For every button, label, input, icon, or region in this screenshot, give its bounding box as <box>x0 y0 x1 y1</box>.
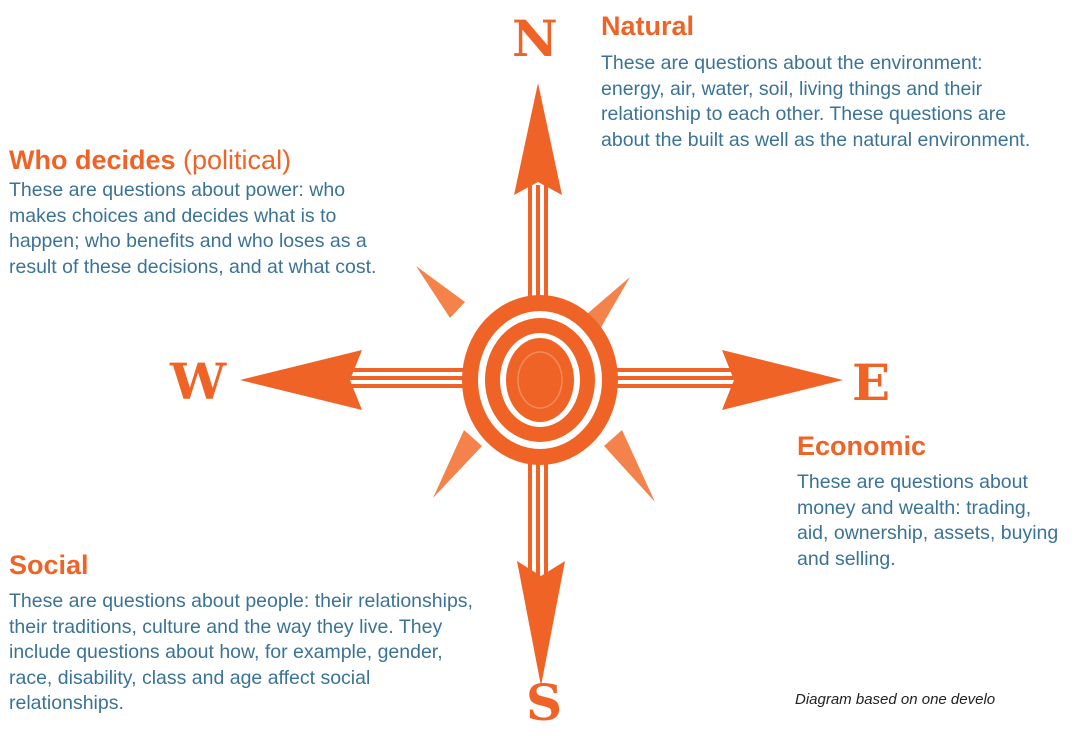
social-heading: Social <box>9 550 89 580</box>
arrow-north <box>514 83 562 310</box>
political-heading: Who decides (political) <box>9 144 389 176</box>
natural-section: Natural These are questions about the en… <box>601 10 1051 153</box>
economic-section: Economic These are questions about money… <box>797 430 1077 572</box>
arrow-east <box>600 350 843 410</box>
natural-text: These are questions about the environmen… <box>601 52 1031 151</box>
compass-letter-south: S <box>526 673 563 732</box>
diagram-credit: Diagram based on one develo <box>795 691 996 708</box>
arrow-south <box>517 455 565 686</box>
social-section: Social These are questions about people:… <box>9 549 484 717</box>
economic-text: These are questions about money and weal… <box>797 471 1059 570</box>
compass-letter-east: E <box>852 353 891 412</box>
spike-southeast <box>604 430 655 502</box>
compass-letter-north: N <box>512 9 558 68</box>
arms <box>240 83 843 686</box>
social-text: These are questions about people: their … <box>9 590 473 714</box>
arrow-west <box>240 350 480 410</box>
compass-letter-west: W <box>170 352 227 411</box>
natural-heading: Natural <box>601 11 695 41</box>
political-title: Who decides <box>9 145 176 175</box>
political-section: Who decides (political) These are questi… <box>9 144 389 280</box>
center-rings <box>462 295 618 465</box>
political-text: These are questions about power: who mak… <box>9 179 377 278</box>
economic-heading: Economic <box>797 431 927 461</box>
spike-southwest <box>433 430 482 498</box>
political-subtitle: (political) <box>175 145 292 175</box>
spike-northwest <box>416 266 465 318</box>
